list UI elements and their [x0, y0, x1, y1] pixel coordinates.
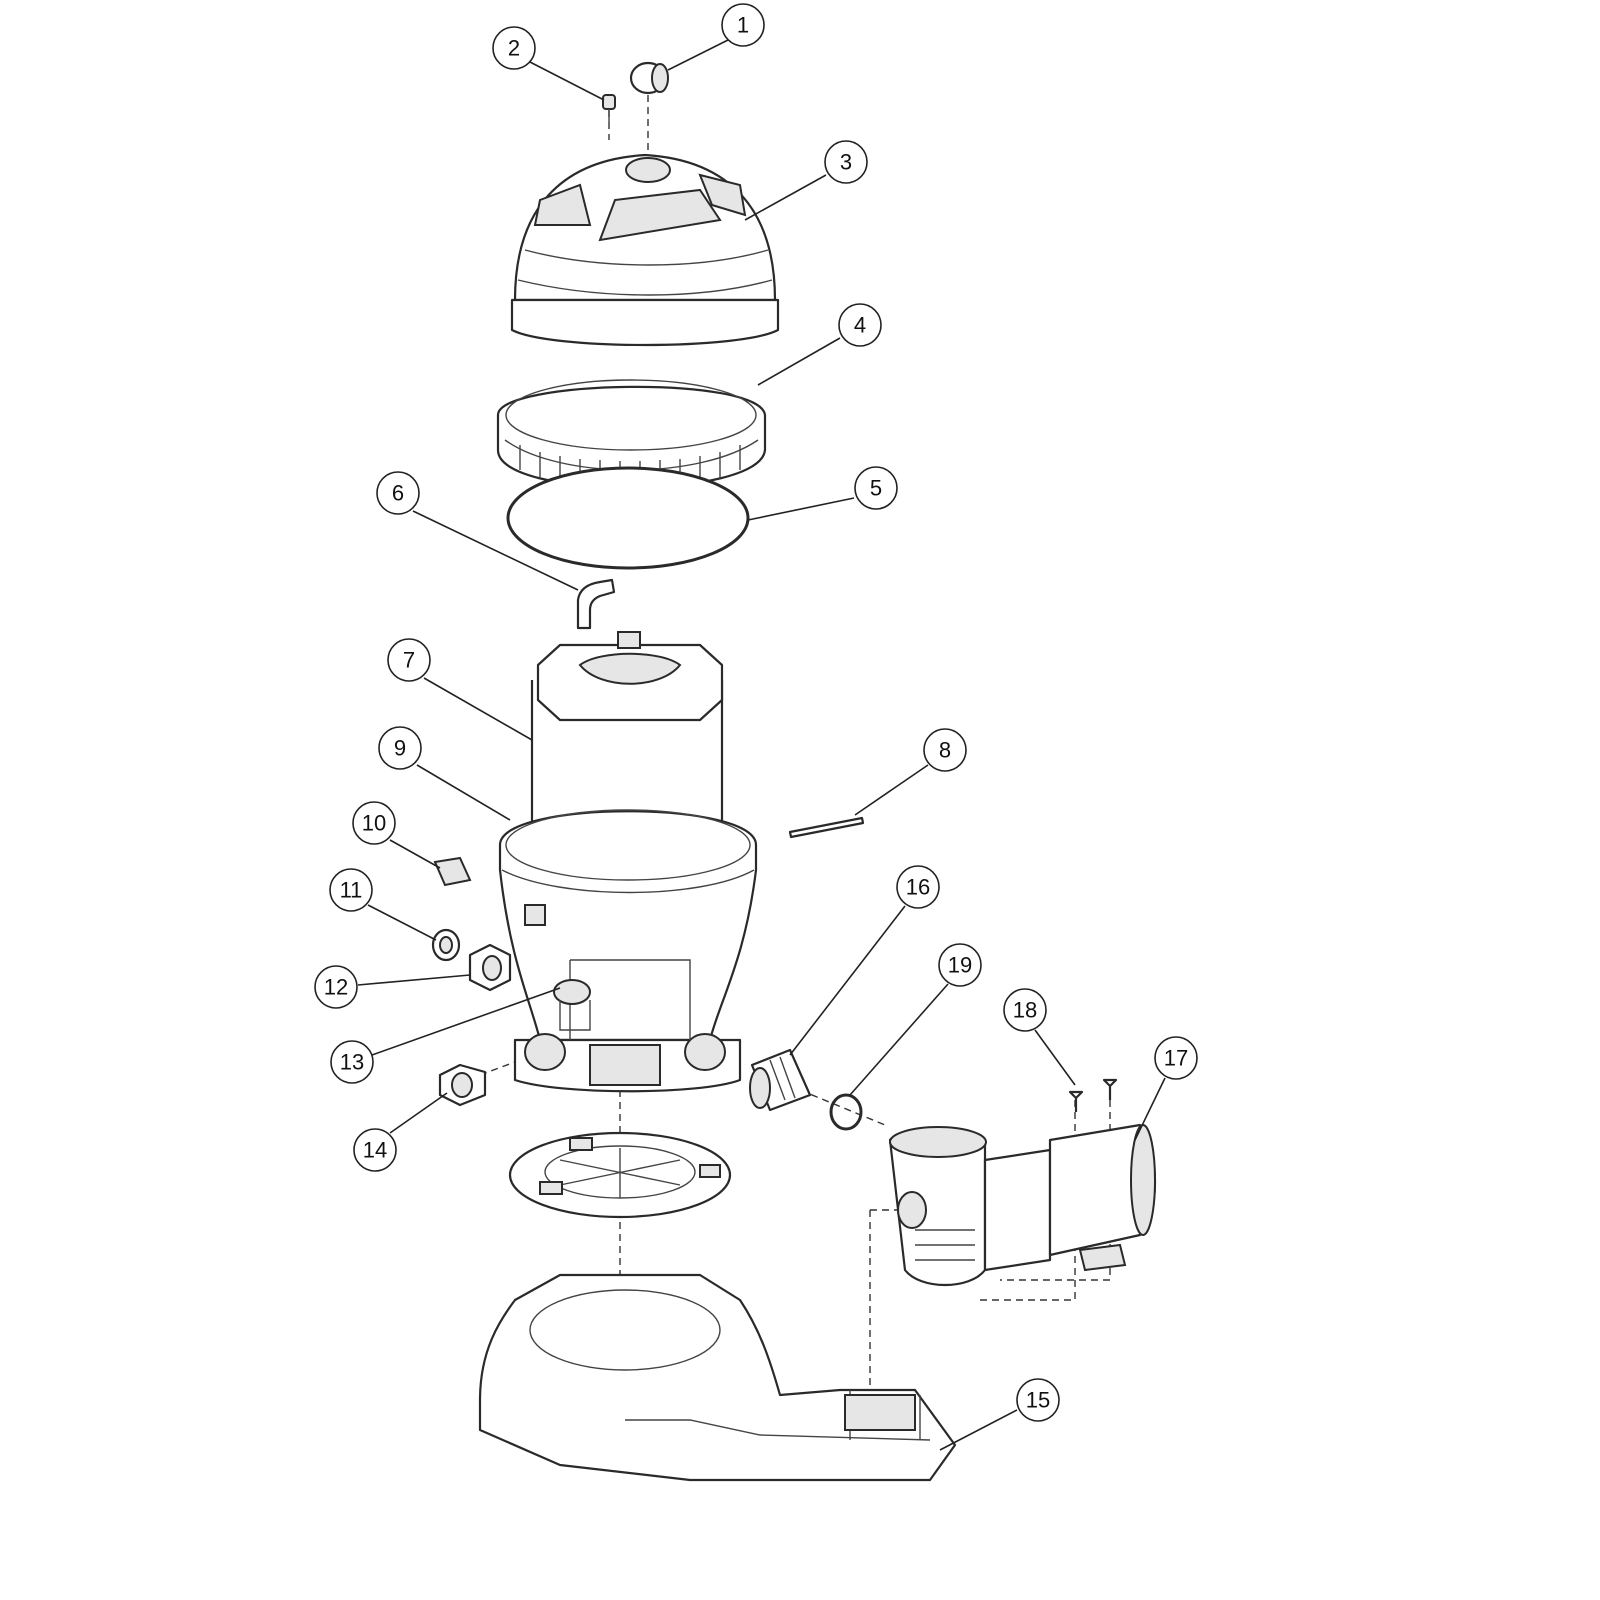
callout-3[interactable]: 3 — [824, 140, 868, 184]
callout-16[interactable]: 16 — [896, 865, 940, 909]
part-14-plug[interactable] — [438, 1063, 487, 1107]
callout-10[interactable]: 10 — [352, 801, 396, 845]
part-10-clip[interactable] — [433, 856, 472, 887]
svg-text:11: 11 — [340, 878, 363, 903]
svg-text:6: 6 — [392, 481, 404, 506]
callout-4[interactable]: 4 — [838, 303, 882, 347]
svg-text:5: 5 — [870, 476, 882, 501]
svg-text:7: 7 — [403, 648, 415, 673]
part-4-lock-ring[interactable] — [496, 379, 767, 489]
svg-text:9: 9 — [394, 736, 406, 761]
callout-5[interactable]: 5 — [854, 466, 898, 510]
part-15-base-stand[interactable] — [478, 1273, 957, 1482]
svg-text:14: 14 — [363, 1138, 387, 1163]
part-18-screws[interactable] — [1068, 1078, 1118, 1112]
part-6-elbow[interactable] — [576, 578, 616, 630]
part-8-rod[interactable] — [788, 816, 865, 839]
svg-text:18: 18 — [1013, 998, 1037, 1023]
svg-text:8: 8 — [939, 738, 951, 763]
callout-7[interactable]: 7 — [387, 638, 431, 682]
part-1-cap[interactable] — [629, 61, 669, 95]
part-5-o-ring[interactable] — [506, 466, 750, 570]
callout-17[interactable]: 17 — [1154, 1036, 1198, 1080]
part-12-bulkhead-nut[interactable] — [468, 943, 512, 992]
callout-11[interactable]: 11 — [329, 868, 373, 912]
part-2-air-valve[interactable] — [602, 94, 616, 122]
svg-text:4: 4 — [854, 313, 866, 338]
part-3-filter-lid[interactable] — [510, 153, 780, 347]
svg-text:13: 13 — [340, 1050, 364, 1075]
callout-13[interactable]: 13 — [330, 1040, 374, 1084]
callout-15[interactable]: 15 — [1016, 1378, 1060, 1422]
callout-12[interactable]: 12 — [314, 965, 358, 1009]
svg-text:10: 10 — [362, 811, 386, 836]
callout-2[interactable]: 2 — [492, 26, 536, 70]
callout-1[interactable]: 1 — [721, 3, 765, 47]
callout-9[interactable]: 9 — [378, 726, 422, 770]
part-17-pump[interactable] — [888, 1123, 1157, 1287]
svg-text:2: 2 — [508, 36, 520, 61]
svg-text:16: 16 — [906, 875, 930, 900]
svg-text:19: 19 — [948, 953, 972, 978]
callout-14[interactable]: 14 — [353, 1128, 397, 1172]
part-13-drain-valve[interactable] — [553, 979, 591, 1031]
svg-text:1: 1 — [737, 13, 749, 38]
leader-lines — [357, 39, 1166, 1451]
svg-text:17: 17 — [1164, 1046, 1188, 1071]
svg-text:12: 12 — [324, 975, 348, 1000]
part-16-union[interactable] — [749, 1048, 812, 1112]
part-11-gauge-adapter[interactable] — [431, 928, 461, 962]
part-9-tank[interactable] — [498, 809, 758, 1093]
callout-8[interactable]: 8 — [923, 728, 967, 772]
part-19-o-ring[interactable] — [829, 1093, 863, 1131]
svg-text:15: 15 — [1026, 1388, 1050, 1413]
base-plate[interactable] — [508, 1131, 732, 1219]
callout-6[interactable]: 6 — [376, 471, 420, 515]
callout-18[interactable]: 18 — [1003, 988, 1047, 1032]
callout-19[interactable]: 19 — [938, 943, 982, 987]
svg-text:3: 3 — [840, 150, 852, 175]
